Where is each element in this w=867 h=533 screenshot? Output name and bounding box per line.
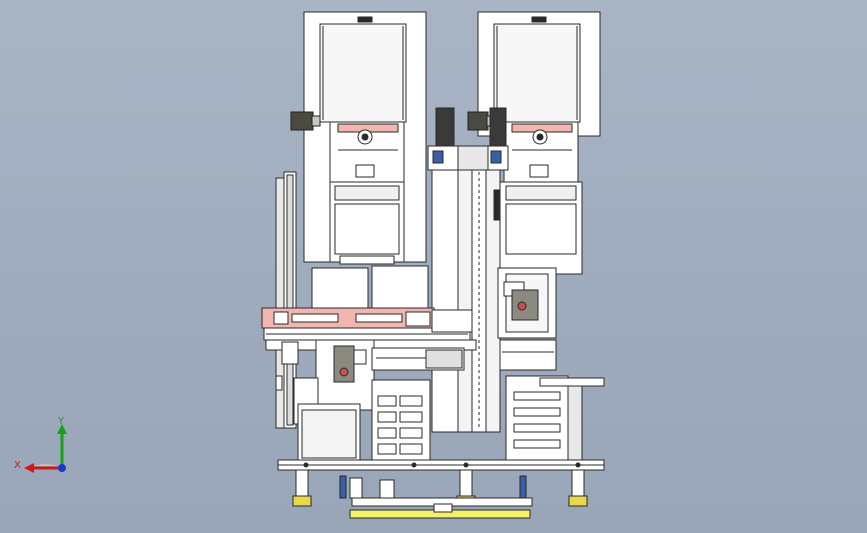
triad-z-axis — [58, 464, 66, 472]
triad-x-label: X — [14, 460, 21, 471]
right-upper-mechanism — [499, 121, 583, 275]
lower-left-area — [275, 375, 431, 463]
bottom-rail — [349, 497, 533, 519]
triad-y-label: Y — [57, 416, 65, 427]
right-gripper — [499, 281, 557, 371]
left-upper-mechanism — [329, 121, 405, 265]
coordinate-triad: X Y — [14, 416, 67, 473]
base-plate — [277, 459, 605, 471]
mid-boxes — [311, 265, 557, 339]
lower-right-cabinet — [505, 375, 605, 463]
left-motor — [290, 111, 321, 131]
left-gripper — [281, 339, 465, 411]
center-column — [427, 107, 509, 433]
